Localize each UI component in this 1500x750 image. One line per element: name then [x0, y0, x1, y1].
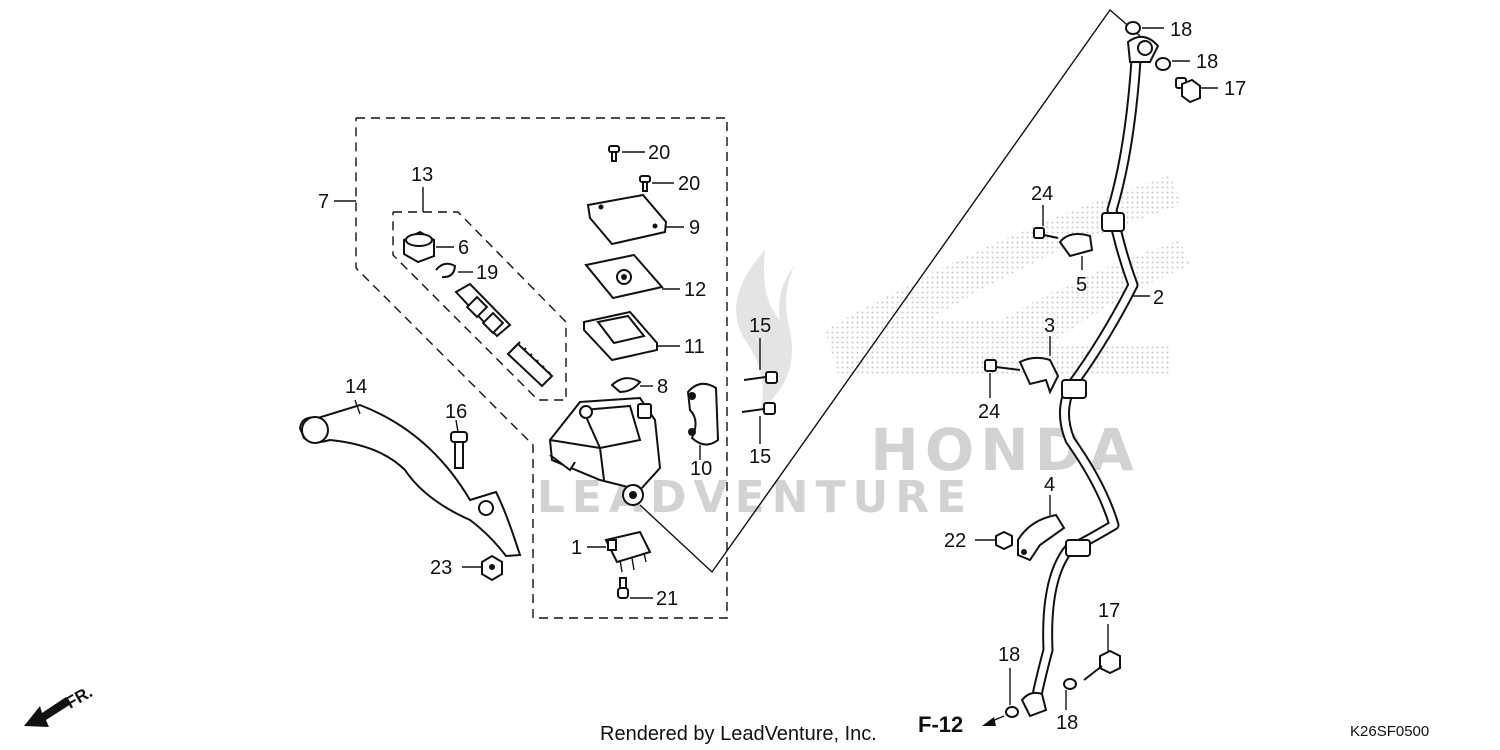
- diagram-code: K26SF0500: [1350, 723, 1429, 740]
- washer-18-top: [1125, 21, 1164, 35]
- diaphragm: [583, 310, 680, 362]
- front-direction-arrow-icon: FR.: [24, 682, 96, 727]
- callout-24-upper: 24: [1031, 183, 1053, 205]
- nut-22: [975, 530, 1013, 551]
- piston-kit-outline: [392, 187, 567, 401]
- screw-21: [617, 577, 653, 599]
- callout-6: 6: [458, 237, 469, 259]
- return-spring: [506, 341, 554, 388]
- pivot-bolt-16: [450, 419, 468, 469]
- callout-5: 5: [1076, 274, 1087, 296]
- callout-2: 2: [1153, 287, 1164, 309]
- screw-20-lower: [639, 175, 674, 192]
- nut-23: [462, 554, 503, 582]
- callout-18-bottom-right: 18: [1056, 712, 1078, 734]
- callout-16: 16: [445, 401, 467, 423]
- bolt-15-lower: [741, 402, 776, 444]
- screw-20-upper: [608, 145, 645, 162]
- section-reference-label: F-12: [918, 712, 963, 737]
- callout-15-upper: 15: [749, 315, 771, 337]
- reservoir-cap: [586, 193, 684, 246]
- reference-arrow-icon: [982, 715, 1005, 726]
- assembly-leader-lines: [639, 8, 1141, 574]
- hose-clamp-5: [1058, 233, 1094, 270]
- callout-23: 23: [430, 557, 452, 579]
- boot-6: [403, 230, 454, 264]
- callout-20-upper: 20: [648, 142, 670, 164]
- callout-13: 13: [411, 164, 433, 186]
- bolt-24-upper: [1033, 205, 1059, 239]
- callout-20-lower: 20: [678, 173, 700, 195]
- callout-21: 21: [656, 588, 678, 610]
- piston-rod: [454, 282, 512, 338]
- callout-18-mid: 18: [1196, 51, 1218, 73]
- leadventure-flame-logo: [736, 250, 795, 410]
- diaphragm-plate: [584, 253, 680, 300]
- bolt-17-bottom: [1083, 624, 1121, 681]
- hose-clamp-3: [1018, 336, 1060, 395]
- callout-18-top: 18: [1170, 19, 1192, 41]
- watermark: HONDA LEADVENTURE: [537, 175, 1190, 523]
- brake-lever: [298, 399, 522, 558]
- callout-1: 1: [571, 537, 582, 559]
- callout-11: 11: [684, 336, 705, 358]
- callout-10: 10: [690, 458, 712, 480]
- callout-9: 9: [689, 217, 700, 239]
- callout-7: 7: [318, 191, 329, 213]
- hose-stay-4: [1017, 495, 1066, 562]
- bolt-15-upper: [743, 338, 778, 384]
- brake-hose: [1020, 35, 1160, 718]
- front-direction-label: FR.: [63, 682, 96, 712]
- washer-18-bottom-left: [1005, 668, 1019, 718]
- callout-18-bottom-left: 18: [998, 644, 1020, 666]
- bolt-17-top: [1175, 77, 1218, 104]
- circlip-19: [435, 262, 473, 279]
- washer-18-bottom-right: [1063, 678, 1077, 710]
- callout-22: 22: [944, 530, 966, 552]
- callout-24-lower: 24: [978, 401, 1000, 423]
- callout-12: 12: [684, 279, 706, 301]
- holder-clamp-10: [686, 382, 720, 460]
- callout-3: 3: [1044, 315, 1055, 337]
- brake-light-switch: [587, 530, 652, 573]
- callout-15-lower: 15: [749, 446, 771, 468]
- callout-14: 14: [345, 376, 367, 398]
- callout-4: 4: [1044, 474, 1055, 496]
- rendered-by-credit: Rendered by LeadVenture, Inc.: [600, 723, 877, 745]
- master-cylinder-body: [548, 396, 662, 506]
- clip-8: [610, 377, 653, 394]
- callout-labels: 18 18 17 20 20 13 7 6 19 9 12 11 8 15 15…: [318, 19, 1246, 734]
- honda-wing-logo: [825, 175, 1190, 375]
- callout-19: 19: [476, 262, 498, 284]
- callout-17-top: 17: [1224, 78, 1246, 100]
- callout-8: 8: [657, 376, 668, 398]
- section-reference: F-12: [918, 712, 1005, 737]
- bolt-24-lower: [984, 359, 1021, 398]
- washer-18-mid: [1155, 57, 1190, 71]
- master-cylinder-assembly-outline: [334, 117, 728, 619]
- callout-17-bottom: 17: [1098, 600, 1120, 622]
